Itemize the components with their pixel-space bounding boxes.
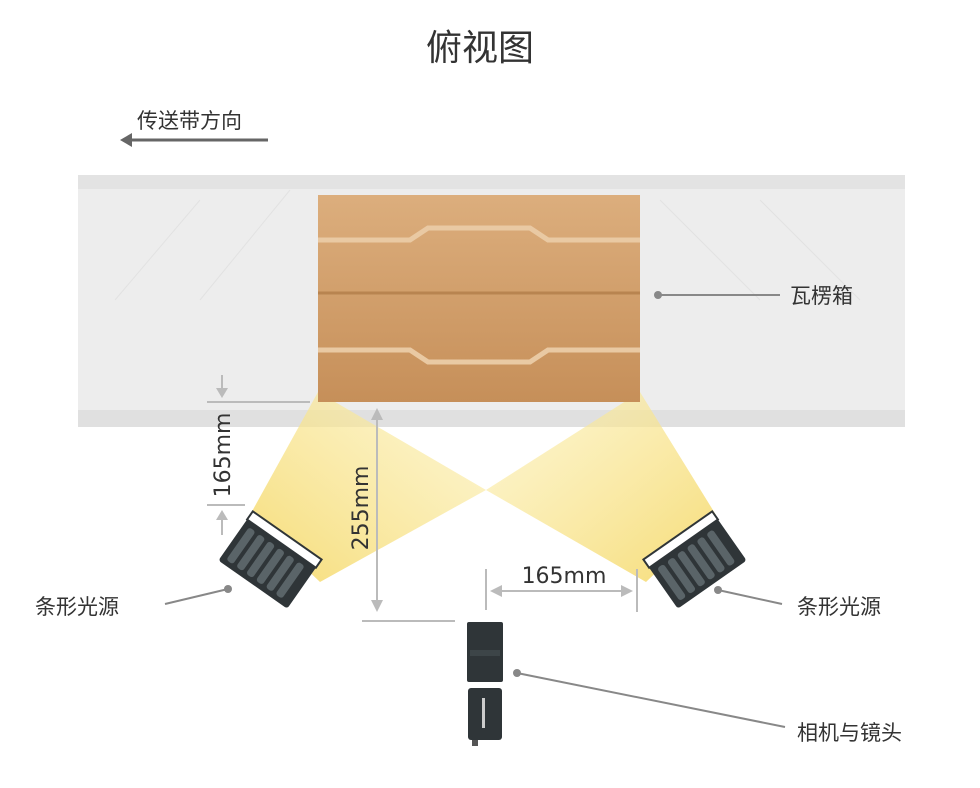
corrugated-box — [318, 195, 640, 402]
dimension-255-label: 255mm — [349, 466, 374, 551]
box-label: 瓦楞箱 — [790, 284, 853, 308]
bar-light-right — [641, 509, 746, 608]
dimension-255 — [362, 408, 455, 622]
dimension-165-horizontal — [485, 569, 638, 612]
conveyor-direction-label: 传送带方向 — [137, 109, 242, 133]
dimension-165-horizontal-label: 165mm — [522, 564, 607, 589]
dimension-165-vertical-label: 165mm — [211, 413, 236, 498]
bar-light-left — [219, 509, 324, 608]
camera-with-lens — [467, 622, 503, 746]
conveyor-direction-arrow-icon — [120, 133, 268, 147]
bar-light-left-label: 条形光源 — [35, 595, 119, 619]
dimension-165-vertical — [207, 375, 310, 535]
light-beam-right — [486, 392, 716, 582]
diagram-title: 俯视图 — [426, 28, 534, 69]
camera-label: 相机与镜头 — [797, 721, 902, 745]
light-beam-left — [250, 392, 486, 582]
bar-light-right-label: 条形光源 — [797, 595, 881, 619]
